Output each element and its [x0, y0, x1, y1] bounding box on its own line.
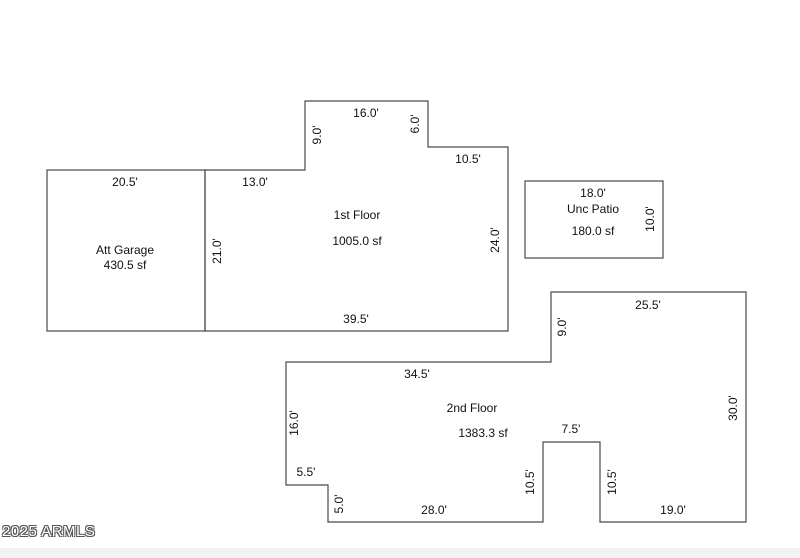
first-floor-top-dim: 16.0' — [353, 106, 379, 120]
first-floor-area-label: 1005.0 sf — [332, 234, 382, 248]
first-floor-right-step-dim: 6.0' — [408, 115, 422, 134]
second-floor-bottom-left-dim: 28.0' — [421, 503, 447, 517]
first-floor-bottom-dim: 39.5' — [343, 312, 369, 326]
patio-area-label: 180.0 sf — [572, 224, 615, 238]
second-floor-top-right-dim: 25.5' — [635, 298, 661, 312]
second-floor-left-wall-dim: 16.0' — [287, 410, 301, 436]
second-floor-name-label: 2nd Floor — [447, 401, 498, 415]
second-floor-left-step-dim: 5.0' — [332, 495, 346, 514]
first-floor-left-step-dim: 9.0' — [310, 126, 324, 145]
second-floor-left-ledge-dim: 5.5' — [297, 465, 316, 479]
second-floor-notch-right-dim: 10.5' — [605, 469, 619, 495]
patio-outline — [524, 180, 664, 259]
garage-name-label: Att Garage — [96, 243, 154, 257]
first-floor-outline — [204, 100, 509, 332]
second-floor-right-wall-dim: 30.0' — [726, 395, 740, 421]
bottom-strip — [0, 548, 800, 558]
second-floor-step-up-dim: 9.0' — [555, 318, 569, 337]
patio-width-label: 18.0' — [580, 186, 606, 200]
patio-depth-label: 10.0' — [643, 206, 657, 232]
second-floor-area-label: 1383.3 sf — [458, 426, 508, 440]
second-floor-top-left-dim: 34.5' — [404, 367, 430, 381]
patio-name-label: Unc Patio — [567, 202, 619, 216]
first-floor-left-ledge-dim: 13.0' — [242, 175, 268, 189]
second-floor-notch-top-dim: 7.5' — [562, 422, 581, 436]
garage-width-label: 20.5' — [112, 175, 138, 189]
first-floor-right-wall-dim: 24.0' — [488, 227, 502, 253]
second-floor-outline — [285, 291, 747, 523]
garage-depth-label: 21.0' — [210, 238, 224, 264]
first-floor-right-ledge-dim: 10.5' — [455, 152, 481, 166]
second-floor-notch-left-dim: 10.5' — [523, 469, 537, 495]
first-floor-name-label: 1st Floor — [334, 208, 381, 222]
garage-area-label: 430.5 sf — [104, 258, 147, 272]
watermark: 2025 ARMLS — [2, 523, 96, 540]
second-floor-bottom-right-dim: 19.0' — [660, 503, 686, 517]
